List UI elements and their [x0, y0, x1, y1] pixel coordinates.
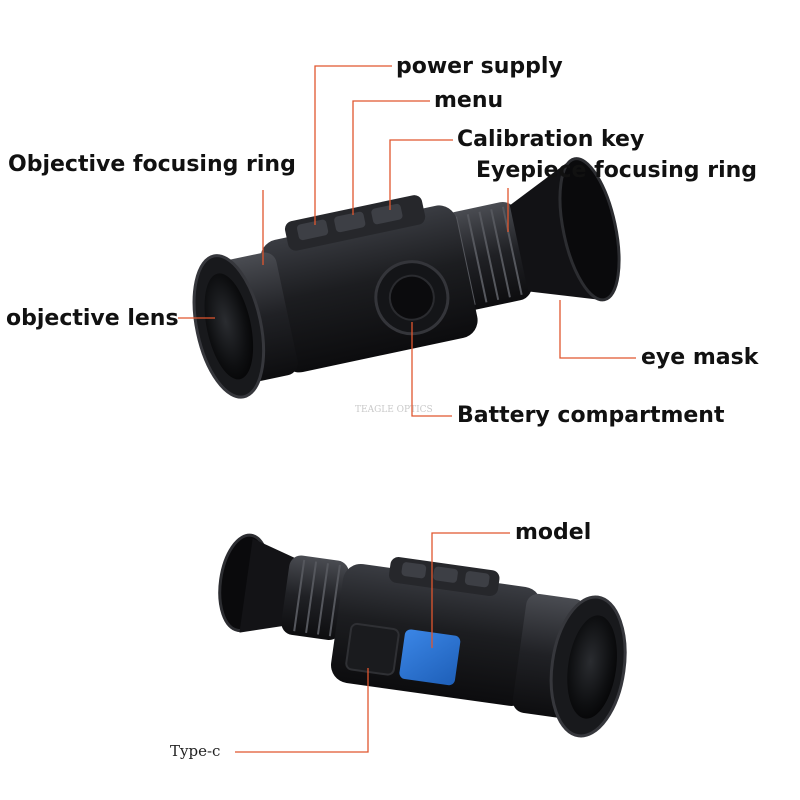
leader-battery-compartment — [411, 322, 452, 417]
label-battery-compartment: Battery compartment — [457, 403, 725, 428]
label-model: model — [515, 520, 592, 545]
leader-calibration-key — [389, 139, 453, 210]
label-calibration-key: Calibration key — [457, 127, 645, 152]
label-menu: menu — [434, 88, 504, 113]
label-objective-lens: objective lens — [6, 306, 179, 331]
svg-text:TEAGLE OPTICS: TEAGLE OPTICS — [355, 405, 433, 415]
thermal-scope-side-view — [218, 533, 627, 738]
label-eyepiece-focusing-ring: Eyepiece focusing ring — [476, 158, 758, 183]
label-power-supply: power supply — [396, 54, 563, 79]
leader-model — [431, 532, 510, 648]
leader-power-supply — [314, 65, 392, 225]
leader-type-c — [235, 668, 369, 753]
leader-menu — [352, 100, 430, 215]
label-type-c: Type-c — [170, 742, 221, 760]
label-eye-mask: eye mask — [641, 345, 759, 370]
leader-eye-mask — [559, 300, 636, 359]
label-objective-focusing-ring: Objective focusing ring — [8, 152, 296, 177]
